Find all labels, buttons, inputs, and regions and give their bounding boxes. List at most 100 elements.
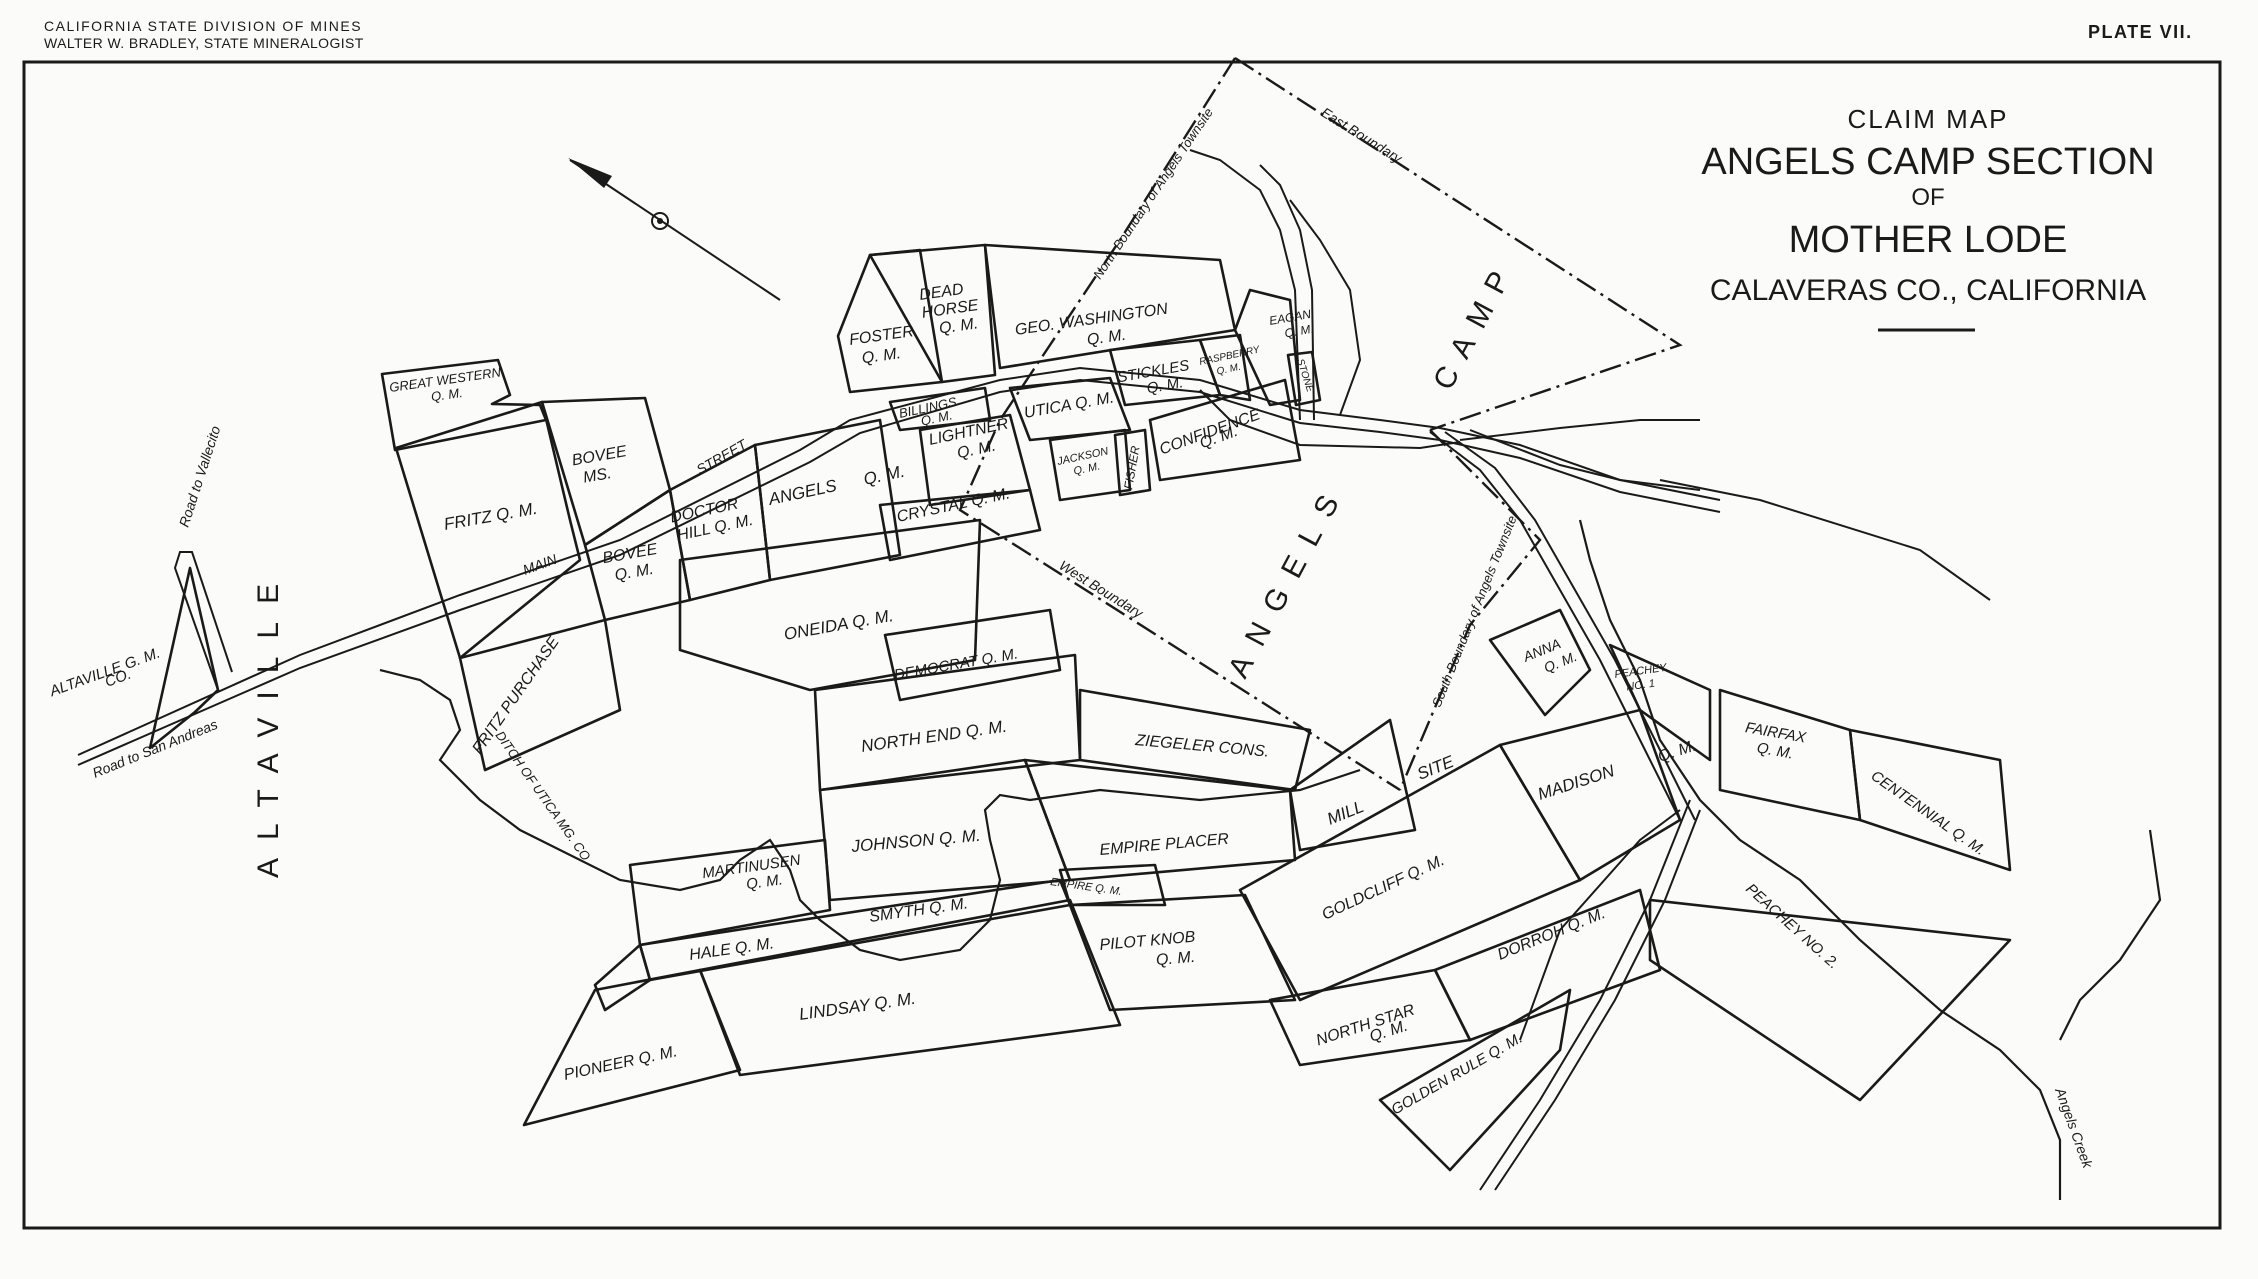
claim-pioneer [522,968,742,1127]
claim-foster [836,248,944,394]
label-site: SITE [1414,752,1457,784]
svg-text:DEADHORSEQ. M.: DEADHORSEQ. M. [918,279,982,339]
label-east-boundary: East Boundary [1318,104,1405,167]
claim-fritz-purchase [458,618,622,772]
label-peachey-2: PEACHEY NO. 2. [1742,880,1842,972]
claim-great-western [380,358,548,452]
label-centennial: CENTENNIAL Q. M. [1868,767,1989,859]
claim-smyth [638,878,1072,982]
claim-confidence [1148,378,1302,482]
label-ziegeler: ZIEGELER CONS. [1134,732,1270,761]
utica-ditch [379,668,1361,962]
claim-empire-placer [1023,758,1297,882]
title-claim-map: CLAIM MAP [1847,104,2008,134]
claim-fritz [394,400,582,660]
label-bovee-ms: BOVEE [571,443,629,469]
label-road-vallecito: Road to Vallecito [176,424,224,529]
claim-utica [1008,376,1132,442]
claim-north-end [813,653,1082,792]
claim-angels [753,418,902,582]
townsite-boundary [958,56,1683,792]
title-of: OF [1911,184,1944,211]
claim-centennial [1848,728,2012,872]
map-frame [22,60,2222,1230]
claim-stone [1286,350,1322,407]
agency-line-1: CALIFORNIA STATE DIVISION OF MINES [44,18,363,34]
svg-text:STICKLESQ. M.: STICKLESQ. M. [1116,357,1193,402]
map-labels: ALTAVILLE ANGELS CAMP Road to Vallecito … [47,104,2097,1171]
title-mother-lode: MOTHER LODE [1789,219,2068,261]
svg-text:BOVEEQ. M.: BOVEEQ. M. [601,541,662,586]
roads [77,149,1991,1191]
claim-hale [593,943,652,1012]
svg-text:FAIRFAXQ. M.: FAIRFAXQ. M. [1741,719,1808,764]
svg-text:DOCTORHILL Q. M.: DOCTORHILL Q. M. [669,493,755,545]
svg-text:MARTINUSENQ. M.: MARTINUSENQ. M. [701,852,804,899]
claim-dead-horse [868,243,997,384]
svg-text:NORTH STARQ. M.: NORTH STARQ. M. [1314,1001,1421,1061]
claim-outlines [148,243,2012,1172]
claim-pilot-knob [1068,893,1297,1012]
claim-north-star [1268,968,1472,1067]
claim-martinusen [628,838,832,947]
creek-tributary [2059,829,2162,1041]
label-utica: UTICA Q. M. [1023,389,1116,422]
label-lindsay: LINDSAY Q. M. [798,989,917,1024]
label-johnson: JOHNSON Q. M. [850,826,982,856]
label-angels: ANGELS [1222,476,1353,684]
claim-crystal [878,488,1042,562]
svg-text:JACKSONQ. M.: JACKSONQ. M. [1055,445,1112,480]
claim-anna [1488,608,1592,717]
svg-text:CONFIDENCEQ. M.: CONFIDENCEQ. M. [1157,406,1265,466]
title-block: CLAIM MAP ANGELS CAMP SECTION OF MOTHER … [1701,104,2155,332]
svg-text:FOSTERQ. M.: FOSTERQ. M. [848,323,918,369]
svg-text:ANNAQ. M.: ANNAQ. M. [1520,631,1579,681]
north-arrow-icon [568,158,781,301]
label-angels-qm: Q. M. [862,462,907,489]
label-goldcliff: GOLDCLIFF Q. M. [1320,852,1448,924]
label-empire-placer: EMPIRE PLACER [1099,831,1230,859]
svg-text:BOVEEMS.: BOVEEMS. [571,443,632,488]
svg-text:PEACHEYNO. 1: PEACHEYNO. 1 [1614,662,1670,695]
label-pioneer: PIONEER Q. M. [562,1043,679,1084]
label-south-boundary: South Boundary of Angels Townsite [1429,513,1520,709]
label-main: MAIN [521,551,560,578]
agency-header: CALIFORNIA STATE DIVISION OF MINES WALTE… [44,18,364,52]
svg-text:ALTAVILLE G. M.CO.: ALTAVILLE G. M.CO. [47,644,166,709]
label-altaville-gm: ALTAVILLE G. M. [47,644,163,700]
title-county: CALAVERAS CO., CALIFORNIA [1710,274,2146,307]
label-oneida: ONEIDA Q. M. [782,606,894,644]
label-fisher: FISHER [1121,444,1142,490]
label-angels-claim: ANGELS [766,476,839,509]
label-crystal: CRYSTAL Q. M. [895,485,1011,526]
claim-peachey-2 [1648,898,2012,1102]
claim-jackson [1048,428,1132,502]
claim-madison [1498,708,1682,882]
label-angels-creek: Angels Creek [2052,1085,2096,1171]
label-altaville: ALTAVILLE [252,566,285,878]
claim-billings [888,386,992,432]
plate-number: PLATE VII. [2088,22,2193,42]
svg-text:PILOT KNOBQ. M.: PILOT KNOBQ. M. [1099,929,1198,974]
label-street: STREET [694,435,751,477]
claim-golden-rule [1378,988,1572,1172]
agency-line-2: WALTER W. BRADLEY, STATE MINERALOGIST [44,35,364,51]
label-madison: MADISON [1535,761,1617,804]
label-dead-horse: DEAD [918,281,965,304]
claim-ziegeler [1078,688,1312,792]
claim-altaville-gm [148,566,220,750]
claim-fisher [1113,428,1152,497]
label-west-boundary: West Boundary [1056,557,1146,622]
claim-peachey-1 [1608,643,1712,762]
angels-creek [1578,519,2062,1200]
svg-text:GEO. WASHINGTONQ. M.: GEO. WASHINGTONQ. M. [1014,301,1172,359]
label-democrat: DEMOCRAT Q. M. [893,645,1020,684]
svg-text:EAGANQ. M.: EAGANQ. M. [1268,307,1315,343]
title-section: ANGELS CAMP SECTION [1701,141,2154,183]
claim-mill-site [1288,718,1417,852]
claim-eagan [1233,288,1302,407]
claim-raspberry [1198,333,1252,402]
label-foster: FOSTER [848,323,915,349]
label-camp: CAMP [1427,254,1523,395]
label-ditch: DITCH OF UTICA MG. CO. [493,728,596,866]
